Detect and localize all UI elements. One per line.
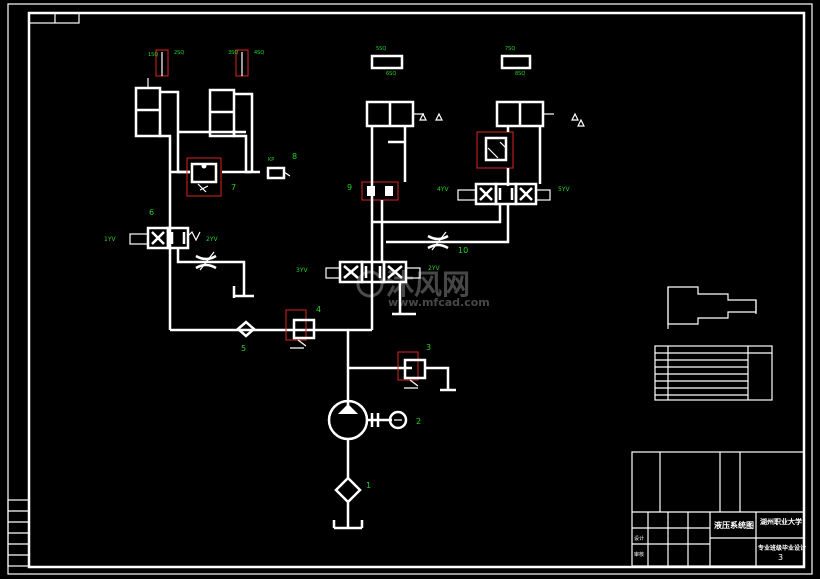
hydraulic-pump <box>327 399 392 441</box>
label-1yv: 1YV <box>104 236 116 243</box>
label-3yv: 3YV <box>296 267 308 274</box>
filter <box>334 476 362 504</box>
label-4yv: 4YV <box>437 186 449 193</box>
left-cylinder-b <box>208 49 249 138</box>
watermark-brand: 沐风网 <box>386 268 470 301</box>
limit-switch-icons <box>419 112 585 127</box>
label-1: 1 <box>366 481 371 490</box>
directional-valve-middle <box>325 260 421 284</box>
label-8: 8 <box>292 152 297 161</box>
relief-valve-3 <box>397 351 456 392</box>
directional-valve-upper <box>457 182 551 206</box>
check-valve-5 <box>236 320 256 338</box>
revision-table <box>7 499 30 567</box>
watermark-url: www.mfcad.com <box>388 296 490 309</box>
part-sketch <box>667 286 757 329</box>
label-5yv: 5YV <box>558 186 570 193</box>
electric-motor <box>388 410 408 430</box>
throttle-left <box>195 251 217 271</box>
corner-tab <box>28 12 80 24</box>
left-cylinder-a <box>134 49 169 138</box>
outer-border <box>7 3 813 575</box>
label-1sq: 1SQ <box>148 52 158 58</box>
dept-name: 专业班级毕业设计 <box>758 544 806 552</box>
label-6sq: 6SQ <box>386 71 396 77</box>
label-3: 3 <box>426 343 431 352</box>
label-8sq: 8SQ <box>515 71 525 77</box>
label-2yv-mid: 2YV <box>428 265 440 272</box>
check-valve-9 <box>361 181 399 201</box>
label-2: 2 <box>416 417 421 426</box>
right-cylinder-a <box>365 54 424 128</box>
label-2sq: 2SQ <box>174 50 184 56</box>
sheet-number: 3 <box>778 553 783 562</box>
pressure-switch-8 <box>266 166 291 180</box>
label-7: 7 <box>231 183 236 192</box>
label-6: 6 <box>149 208 154 217</box>
directional-valve-6 <box>129 226 201 250</box>
label-5: 5 <box>241 344 246 353</box>
label-7sq: 7SQ <box>505 46 515 52</box>
throttle-valve-10 <box>427 231 449 251</box>
label-9: 9 <box>347 183 352 192</box>
drawing-name: 液压系统图 <box>714 520 754 530</box>
label-4: 4 <box>316 305 321 314</box>
sequence-valve-7 <box>186 157 222 197</box>
right-cylinder-b <box>495 54 554 128</box>
school-name: 湖州职业大学 <box>760 517 802 526</box>
label-3sq: 3SQ <box>228 50 238 56</box>
label-10: 10 <box>458 246 468 255</box>
checker-label: 审核 <box>634 551 644 558</box>
label-5sq: 5SQ <box>376 46 386 52</box>
label-4sq: 4SQ <box>254 50 264 56</box>
pressure-valve-4 <box>285 309 316 349</box>
inner-border <box>27 11 806 569</box>
designer-label: 设计 <box>634 535 644 542</box>
label-2yv-left: 2YV <box>206 236 218 243</box>
parameter-table <box>654 345 773 401</box>
label-kp: KP <box>268 157 274 163</box>
watermark: 沐风网 www.mfcad.com <box>356 268 490 309</box>
sequence-valve-right <box>476 131 514 169</box>
title-block <box>631 451 805 567</box>
